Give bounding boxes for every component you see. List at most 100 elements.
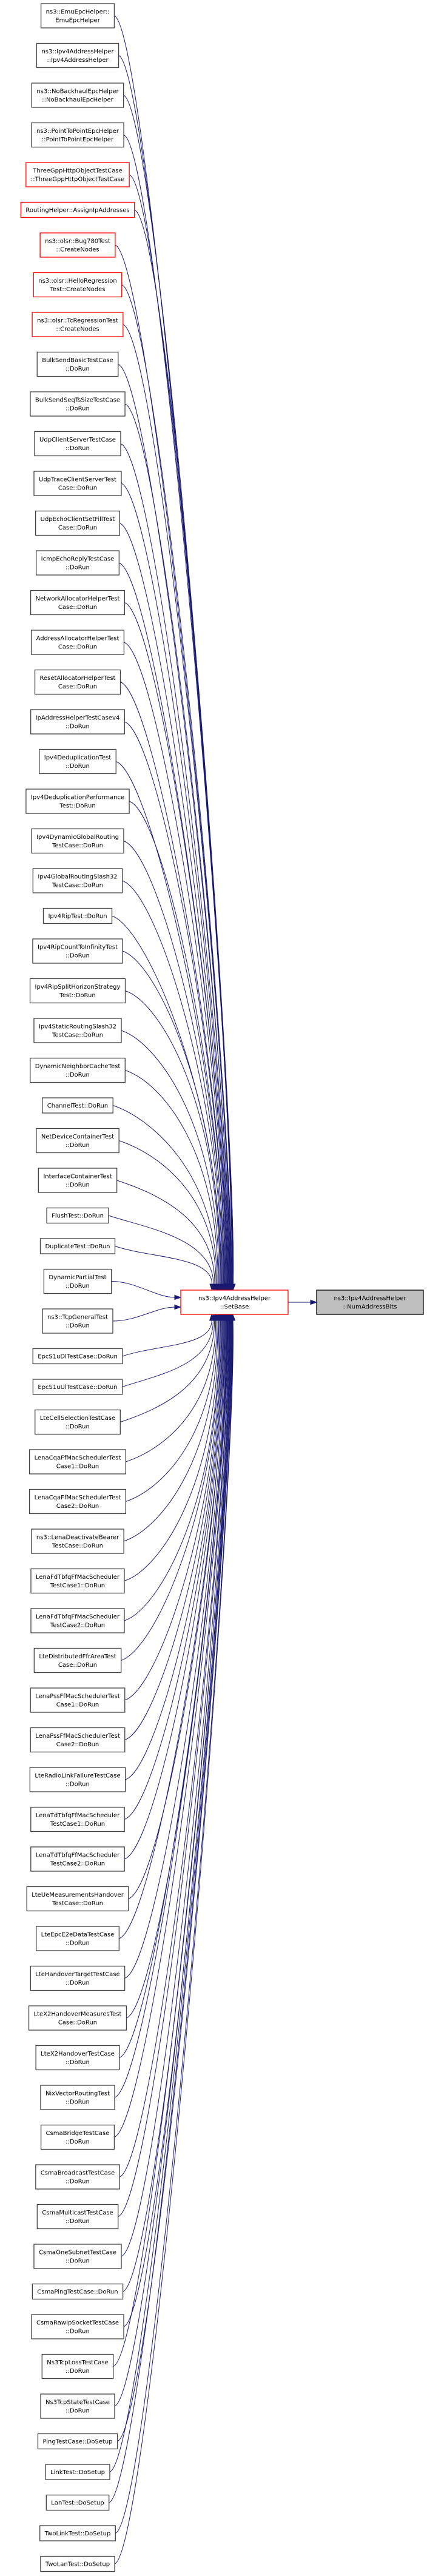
node-box[interactable] — [36, 1128, 119, 1154]
node-box[interactable] — [29, 1767, 126, 1792]
node-box[interactable] — [45, 2494, 110, 2511]
node-box[interactable] — [30, 1568, 125, 1594]
node-box[interactable] — [40, 2085, 115, 2110]
node-box[interactable] — [41, 2353, 114, 2379]
node-box[interactable] — [32, 1379, 123, 1395]
caller-node-ltehandovertargettestcase-dorun[interactable]: LteHandoverTargetTestCase::DoRun — [30, 1965, 126, 1991]
node-box[interactable] — [33, 471, 122, 496]
node-box[interactable] — [30, 1687, 126, 1713]
node-box[interactable] — [45, 2464, 110, 2480]
caller-node-csmarawipsockettestcase-dorun[interactable]: CsmaRawIpSocketTestCase::DoRun — [31, 2314, 124, 2339]
node-box[interactable] — [30, 1057, 126, 1083]
caller-node-duplicatetest-dorun[interactable]: DuplicateTest::DoRun — [39, 1238, 116, 1254]
node-box[interactable] — [43, 1268, 112, 1294]
caller-node-epcs1udltestcase-dorun[interactable]: EpcS1uDlTestCase::DoRun — [32, 1348, 123, 1365]
node-box[interactable] — [26, 1886, 129, 1912]
numaddressbits-node[interactable]: ns3::Ipv4AddressHelper::NumAddressBits — [316, 1290, 424, 1315]
node-box[interactable] — [32, 868, 123, 893]
node-box[interactable] — [180, 1290, 289, 1315]
node-box[interactable] — [30, 1846, 125, 1872]
caller-node-netdevicecontainertest-dorun[interactable]: NetDeviceContainerTest::DoRun — [36, 1128, 119, 1154]
node-box[interactable] — [36, 351, 119, 377]
node-box[interactable] — [40, 2393, 115, 2419]
node-box[interactable] — [30, 1608, 125, 1633]
node-box[interactable] — [29, 1488, 127, 1515]
caller-node-ns3tcpstatetestcase-dorun[interactable]: Ns3TcpStateTestCase::DoRun — [40, 2393, 115, 2419]
node-box[interactable] — [34, 669, 121, 695]
caller-node-ns3-tcpgeneraltest-dorun[interactable]: ns3::TcpGeneralTest::DoRun — [42, 1308, 113, 1334]
node-box[interactable] — [31, 82, 124, 108]
caller-node-ns3-olsr-helloregressiontest-createnodes[interactable]: ns3::olsr::HelloRegressionTest::CreateNo… — [33, 272, 123, 298]
caller-node-dynamicpartialtest-dorun[interactable]: DynamicPartialTest::DoRun — [43, 1268, 112, 1294]
node-box[interactable] — [36, 1926, 119, 1951]
caller-node-ipaddresshelpertestcasev4-dorun[interactable]: IpAddressHelperTestCasev4::DoRun — [30, 709, 125, 735]
caller-node-lteepce2edatatestcase-dorun[interactable]: LteEpcE2eDataTestCase::DoRun — [36, 1926, 119, 1951]
node-box[interactable] — [40, 2124, 115, 2150]
node-box[interactable] — [316, 1290, 424, 1315]
caller-node-dynamicneighborcachetest-dorun[interactable]: DynamicNeighborCacheTest::DoRun — [30, 1057, 126, 1083]
setbase-node[interactable]: ns3::Ipv4AddressHelper::SetBase — [180, 1290, 289, 1315]
node-box[interactable] — [39, 748, 116, 775]
caller-node-ns3-nobackhaulepchelper-nobackhaulepchelper[interactable]: ns3::NoBackhaulEpcHelper::NoBackhaulEpcH… — [31, 82, 124, 108]
caller-node-csmapingtestcase-dorun[interactable]: CsmaPingTestCase::DoRun — [32, 2283, 124, 2300]
node-box[interactable] — [34, 431, 121, 457]
node-box[interactable] — [30, 630, 125, 655]
caller-node-ltex2handovertestcase-dorun[interactable]: LteX2HandoverTestCase::DoRun — [35, 2045, 120, 2071]
caller-node-ns3-emuepchelper-emuepchelper[interactable]: ns3::EmuEpcHelper::EmuEpcHelper — [40, 3, 115, 29]
caller-node-ipv4riptest-dorun[interactable]: Ipv4RipTest::DoRun — [42, 907, 113, 924]
node-box[interactable] — [32, 312, 124, 337]
node-box[interactable] — [30, 590, 126, 616]
node-box[interactable] — [28, 2005, 127, 2031]
node-box[interactable] — [46, 1207, 109, 1224]
node-box[interactable] — [36, 2204, 119, 2230]
node-box[interactable] — [25, 162, 130, 187]
node-box[interactable] — [35, 510, 121, 536]
node-box[interactable] — [42, 907, 113, 924]
caller-node-ns3-olsr-tcregressiontest-createnodes[interactable]: ns3::olsr::TcRegressionTest::CreateNodes — [32, 312, 124, 337]
node-box[interactable] — [25, 789, 130, 814]
caller-node-linktest-dosetup[interactable]: LinkTest::DoSetup — [45, 2464, 110, 2480]
caller-node-bulksendbasictestcase-dorun[interactable]: BulkSendBasicTestCase::DoRun — [36, 351, 119, 377]
caller-node-epcs1uultestcase-dorun[interactable]: EpcS1uUlTestCase::DoRun — [32, 1379, 123, 1395]
caller-node-nixvectorroutingtest-dorun[interactable]: NixVectorRoutingTest::DoRun — [40, 2085, 115, 2110]
caller-node-lteradiolinkfailuretestcase-dorun[interactable]: LteRadioLinkFailureTestCase::DoRun — [29, 1767, 126, 1792]
node-box[interactable] — [35, 1409, 121, 1435]
node-box[interactable] — [30, 391, 126, 417]
node-box[interactable] — [20, 201, 135, 218]
caller-node-ns3-ipv4addresshelper-ipv4addresshelper[interactable]: ns3::Ipv4AddressHelper::Ipv4AddressHelpe… — [36, 42, 119, 69]
caller-node-udpclientservertestcase-dorun[interactable]: UdpClientServerTestCase::DoRun — [34, 431, 121, 457]
node-box[interactable] — [30, 1727, 126, 1753]
node-box[interactable] — [39, 232, 116, 258]
node-box[interactable] — [37, 2433, 118, 2450]
node-box[interactable] — [33, 2244, 122, 2269]
caller-node-flushtest-dorun[interactable]: FlushTest::DoRun — [46, 1207, 109, 1224]
node-box[interactable] — [39, 2525, 116, 2541]
node-box[interactable] — [40, 3, 115, 29]
node-box[interactable] — [35, 2045, 120, 2071]
caller-node-ns3-olsr-bug780test-createnodes[interactable]: ns3::olsr::Bug780Test::CreateNodes — [39, 232, 116, 258]
node-box[interactable] — [29, 978, 126, 1004]
node-box[interactable] — [29, 1449, 127, 1475]
node-box[interactable] — [33, 1018, 122, 1043]
node-box[interactable] — [39, 1238, 116, 1254]
node-box[interactable] — [30, 1806, 125, 1832]
caller-node-pingtestcase-dosetup[interactable]: PingTestCase::DoSetup — [37, 2433, 118, 2450]
caller-node-csmabridgetestcase-dorun[interactable]: CsmaBridgeTestCase::DoRun — [40, 2124, 115, 2150]
caller-node-routinghelper-assignipaddresses[interactable]: RoutingHelper::AssignIpAddresses — [20, 201, 135, 218]
